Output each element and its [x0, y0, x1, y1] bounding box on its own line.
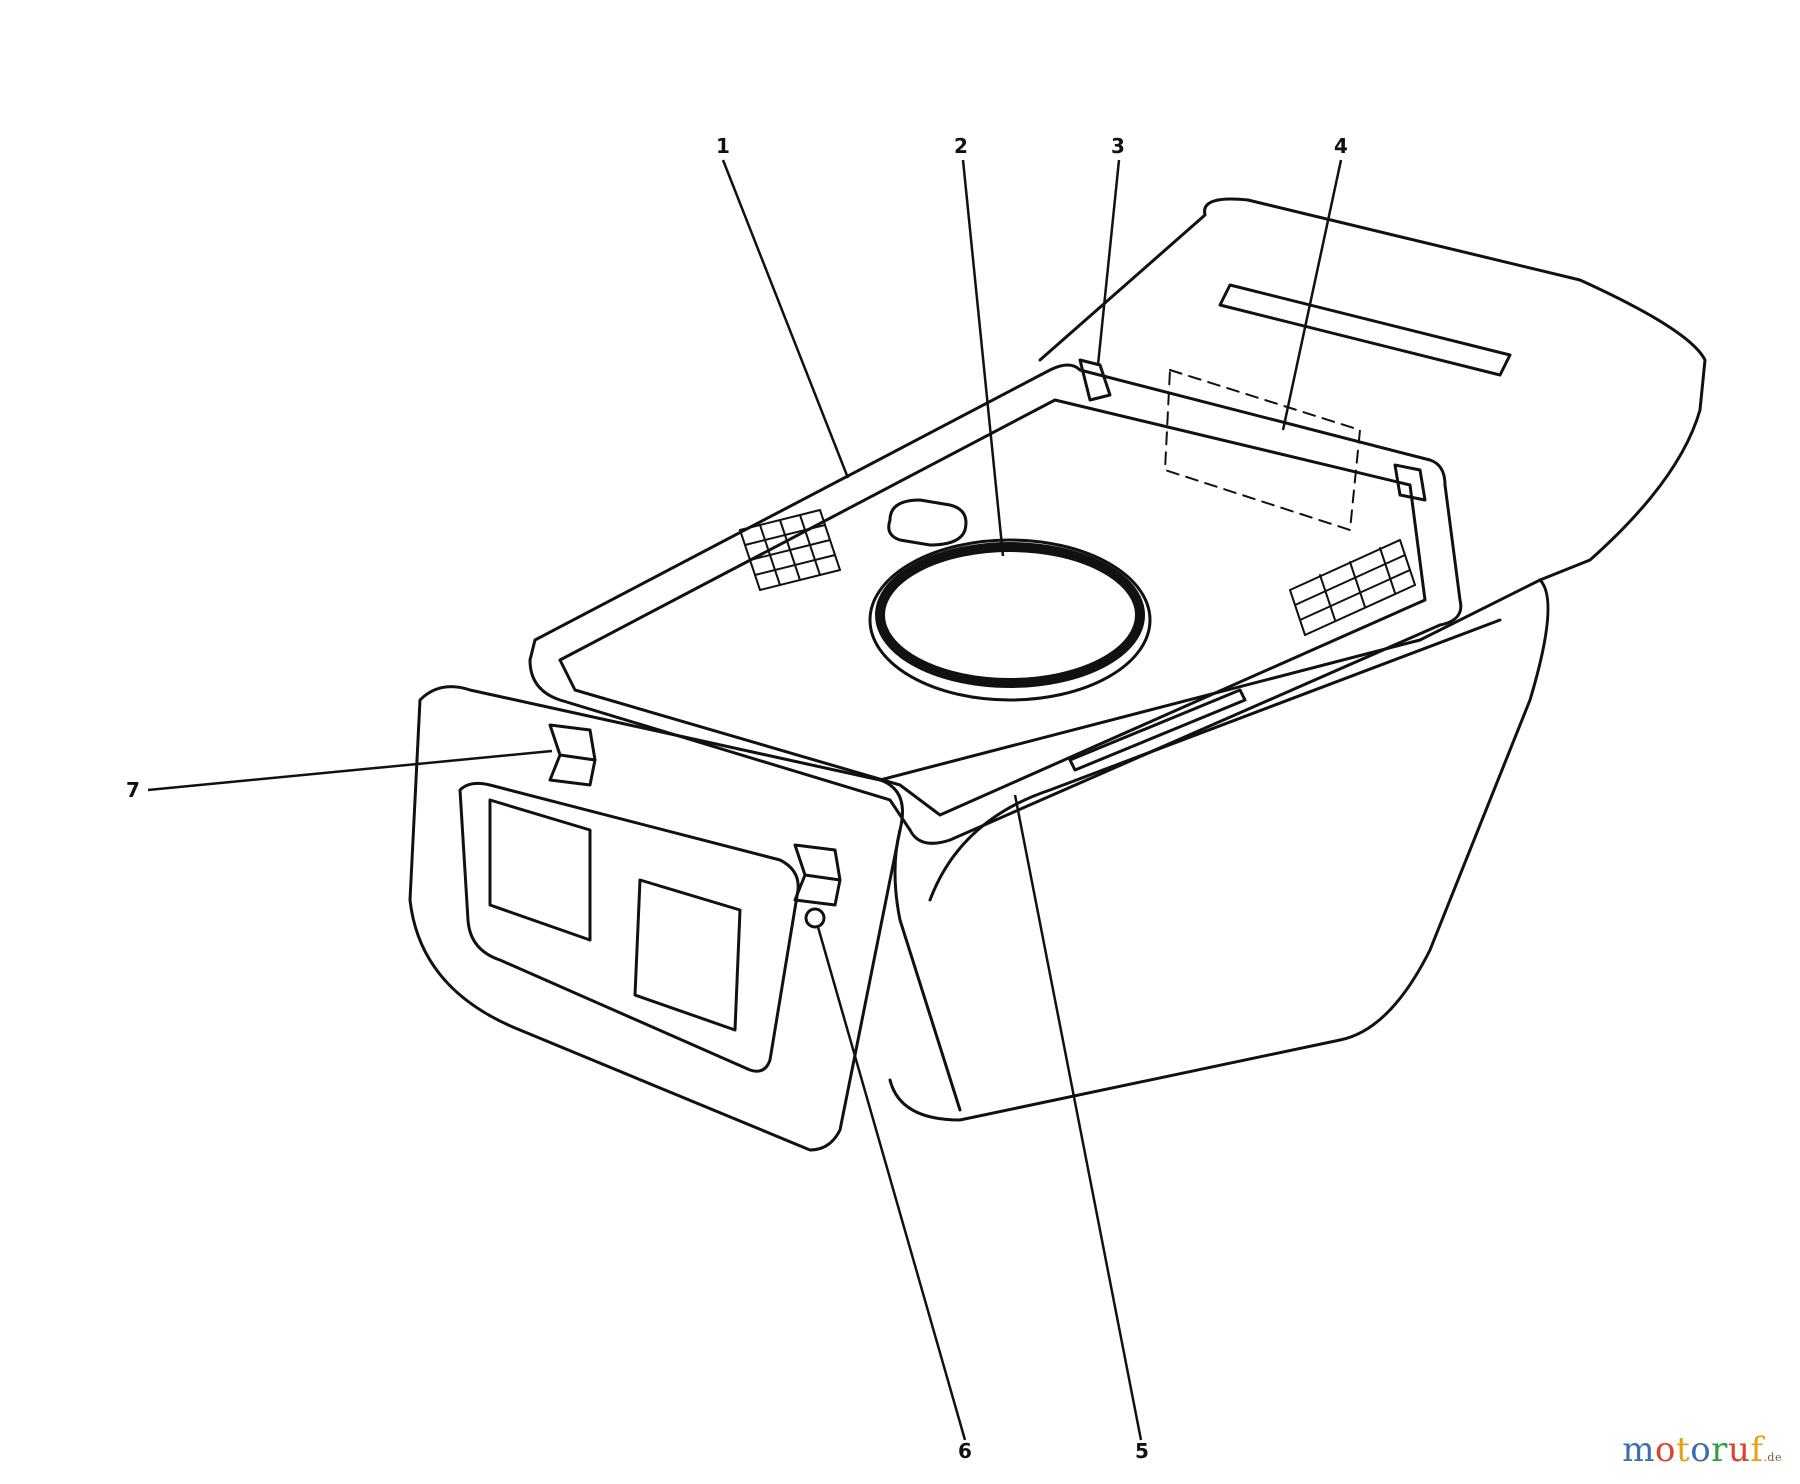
mount-bracket-right [793, 843, 842, 907]
watermark-suffix: .de [1763, 1451, 1782, 1464]
window-left [488, 798, 592, 942]
watermark-letter: r [1711, 1430, 1728, 1470]
bag-opening [868, 538, 1152, 702]
callout-6: 6 [958, 1439, 972, 1463]
watermark-letter: f [1750, 1430, 1764, 1470]
bag-front-panel [458, 781, 800, 1073]
bag-opening-rim [875, 542, 1145, 688]
hinge-bracket-left [1078, 358, 1112, 402]
leader-line-1 [721, 159, 850, 479]
bag-side-lower [878, 618, 1502, 1112]
rear-slot [1218, 283, 1512, 377]
leader-line-3 [1096, 159, 1121, 366]
bag-rear-hood [1038, 197, 1707, 642]
handle-frame [528, 363, 1463, 845]
latch-knob [887, 498, 968, 547]
watermark-letter: o [1690, 1430, 1712, 1470]
watermark-letter: o [1655, 1430, 1677, 1470]
leader-line-2 [961, 159, 1005, 557]
mesh-vent-right [1289, 539, 1416, 636]
bag-rear-side [888, 578, 1550, 1122]
handle-frame-inner [558, 398, 1427, 817]
callout-4: 4 [1334, 134, 1348, 158]
mount-bracket-left [548, 723, 597, 787]
watermark-letter: u [1727, 1430, 1751, 1470]
mesh-vent-left [739, 509, 841, 591]
watermark-letters: motoruf [1622, 1430, 1763, 1470]
leader-line-6 [816, 926, 967, 1441]
leader-lines [147, 159, 1343, 1441]
leader-line-7 [147, 749, 553, 792]
top-slot [1068, 688, 1247, 772]
callout-3: 3 [1111, 134, 1125, 158]
watermark-letter: m [1622, 1430, 1656, 1470]
watermark-logo: motoruf.de [1622, 1430, 1782, 1470]
callout-5: 5 [1135, 1439, 1149, 1463]
window-right [633, 878, 742, 1032]
watermark-letter: t [1676, 1430, 1691, 1470]
decal [1164, 369, 1361, 531]
nut [804, 907, 826, 929]
callout-7: 7 [126, 778, 140, 802]
bag-front-box [408, 685, 904, 1152]
leader-line-5 [1013, 794, 1143, 1441]
hinge-bracket-right [1393, 463, 1427, 502]
leader-line-4 [1281, 159, 1343, 431]
callout-2: 2 [954, 134, 968, 158]
callout-1: 1 [716, 134, 730, 158]
